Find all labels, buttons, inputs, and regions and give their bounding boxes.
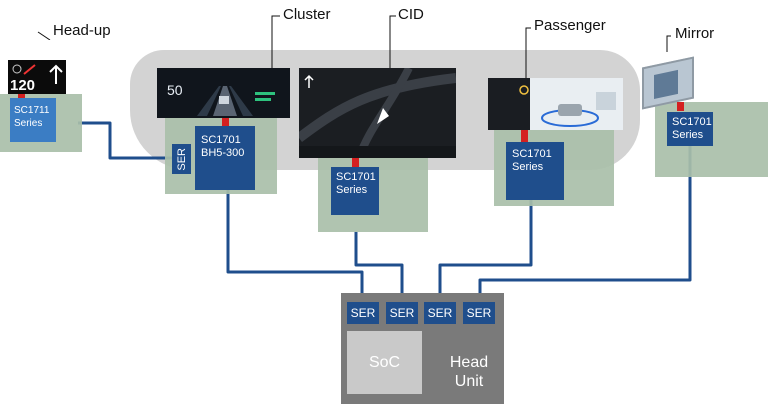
headup-gauge-icon bbox=[12, 64, 36, 75]
headup-arrow-icon bbox=[49, 64, 63, 84]
passenger-car-graphic bbox=[519, 85, 616, 127]
passenger-connector bbox=[521, 130, 528, 142]
mirror-label: Mirror bbox=[675, 25, 715, 42]
headup-speed-readout: 120 bbox=[10, 77, 36, 94]
head-unit-title: Head Unit bbox=[449, 354, 489, 390]
passenger-screen bbox=[488, 78, 623, 130]
cid-label: CID bbox=[398, 6, 424, 23]
mirror-view-image bbox=[654, 69, 678, 99]
cluster-callout-line bbox=[271, 15, 280, 68]
wire-cid-to-head-unit bbox=[354, 232, 404, 297]
passenger-callout-line bbox=[525, 27, 531, 78]
mirror-callout-line bbox=[666, 35, 671, 52]
wire-headup-to-cluster-ser bbox=[78, 121, 172, 160]
cluster-screen: 50 bbox=[157, 68, 290, 118]
wire-passenger-to-head-unit bbox=[438, 200, 533, 297]
headup-screen: 120 bbox=[8, 60, 66, 94]
headup-connector bbox=[18, 94, 25, 99]
soc-label: SoC bbox=[368, 353, 401, 371]
wire-cluster-to-head-unit bbox=[226, 190, 364, 297]
headup-label: Head-up bbox=[53, 22, 111, 39]
head-unit-ser-3: SER bbox=[424, 302, 456, 324]
head-unit: SER SER SER SER SoC Head Unit bbox=[341, 293, 504, 404]
cluster-connector bbox=[222, 118, 229, 126]
cid-map-graphic bbox=[299, 68, 456, 158]
cid-callout-line bbox=[389, 15, 396, 68]
cluster-ser-chip: SER bbox=[172, 144, 191, 174]
wire-mirror-to-head-unit bbox=[478, 145, 692, 297]
head-unit-ser-4: SER bbox=[463, 302, 495, 324]
cluster-label: Cluster bbox=[283, 6, 331, 23]
head-unit-ser-1: SER bbox=[347, 302, 379, 324]
head-unit-ser-2: SER bbox=[386, 302, 418, 324]
cid-connector bbox=[352, 158, 359, 167]
soc-block: SoC bbox=[347, 331, 422, 394]
cluster-speed-readout: 50 bbox=[167, 82, 183, 98]
passenger-label: Passenger bbox=[534, 17, 606, 34]
headup-callout-line bbox=[37, 31, 51, 40]
cluster-road-graphic bbox=[197, 86, 275, 116]
cid-screen bbox=[299, 68, 456, 158]
mirror-connector bbox=[677, 102, 684, 111]
